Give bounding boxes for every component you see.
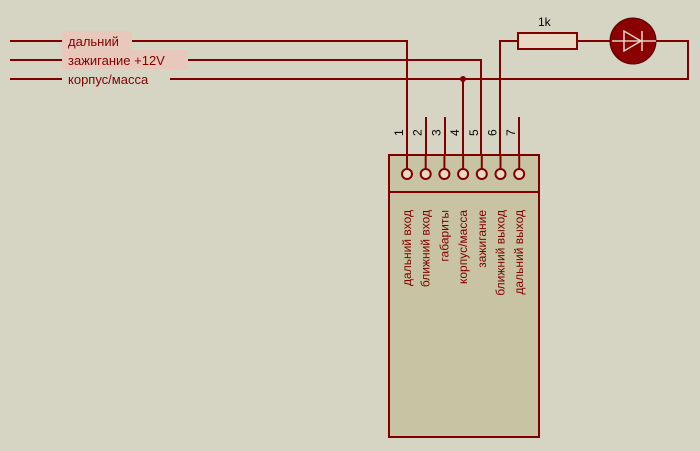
wire-far bbox=[10, 40, 408, 155]
pin-7-number: 7 bbox=[504, 129, 518, 136]
net-label-ground-bg bbox=[62, 69, 170, 89]
net-label-far: дальний bbox=[62, 31, 132, 51]
pin-3-terminal[interactable] bbox=[438, 168, 451, 180]
pin-5-terminal[interactable] bbox=[475, 168, 488, 180]
pin-2-label: ближний вход bbox=[419, 210, 433, 287]
wire-ground bbox=[10, 40, 689, 80]
pin-2-terminal[interactable] bbox=[419, 168, 432, 180]
pin-2-number: 2 bbox=[411, 129, 425, 136]
pin-6-label: ближний выход bbox=[494, 210, 508, 296]
net-label-ground: корпус/масса bbox=[62, 69, 170, 89]
pin-1-terminal[interactable] bbox=[401, 168, 413, 180]
pin-7-label: дальний выход bbox=[512, 210, 526, 295]
component-body[interactable] bbox=[388, 154, 540, 438]
pin-4-number: 4 bbox=[448, 129, 462, 136]
pin-1-number: 1 bbox=[392, 129, 406, 136]
pin-3-number: 3 bbox=[429, 129, 443, 136]
pin-3-label: габариты bbox=[437, 210, 451, 262]
net-label-far-text: дальний bbox=[68, 34, 119, 49]
net-label-ignition: зажигание +12V bbox=[62, 50, 188, 70]
net-label-ground-text: корпус/масса bbox=[68, 72, 149, 87]
pin-6-terminal[interactable] bbox=[494, 168, 507, 180]
pin-5-label: зажигание bbox=[475, 210, 489, 268]
led-diode-icon bbox=[623, 29, 643, 53]
junction-dot bbox=[460, 76, 466, 82]
pin-4-terminal[interactable] bbox=[457, 168, 470, 180]
wire-pin6-resistor bbox=[499, 40, 518, 155]
pin-7-terminal[interactable] bbox=[513, 168, 526, 180]
pin-1-label: дальний вход bbox=[400, 210, 414, 286]
pin-5-number: 5 bbox=[467, 129, 481, 136]
resistor[interactable] bbox=[517, 32, 578, 50]
resistor-value-label: 1k bbox=[538, 15, 552, 29]
net-label-ignition-bg bbox=[62, 50, 188, 70]
led[interactable] bbox=[609, 17, 657, 65]
pin-6-number: 6 bbox=[486, 129, 500, 136]
net-label-ignition-text: зажигание +12V bbox=[68, 53, 165, 68]
net-label-far-bg bbox=[62, 31, 132, 51]
component-pins: 1 дальний вход 2 ближний вход 3 габариты 4 корп… bbox=[392, 129, 526, 296]
pin-4-label: корпус/масса bbox=[456, 210, 470, 284]
